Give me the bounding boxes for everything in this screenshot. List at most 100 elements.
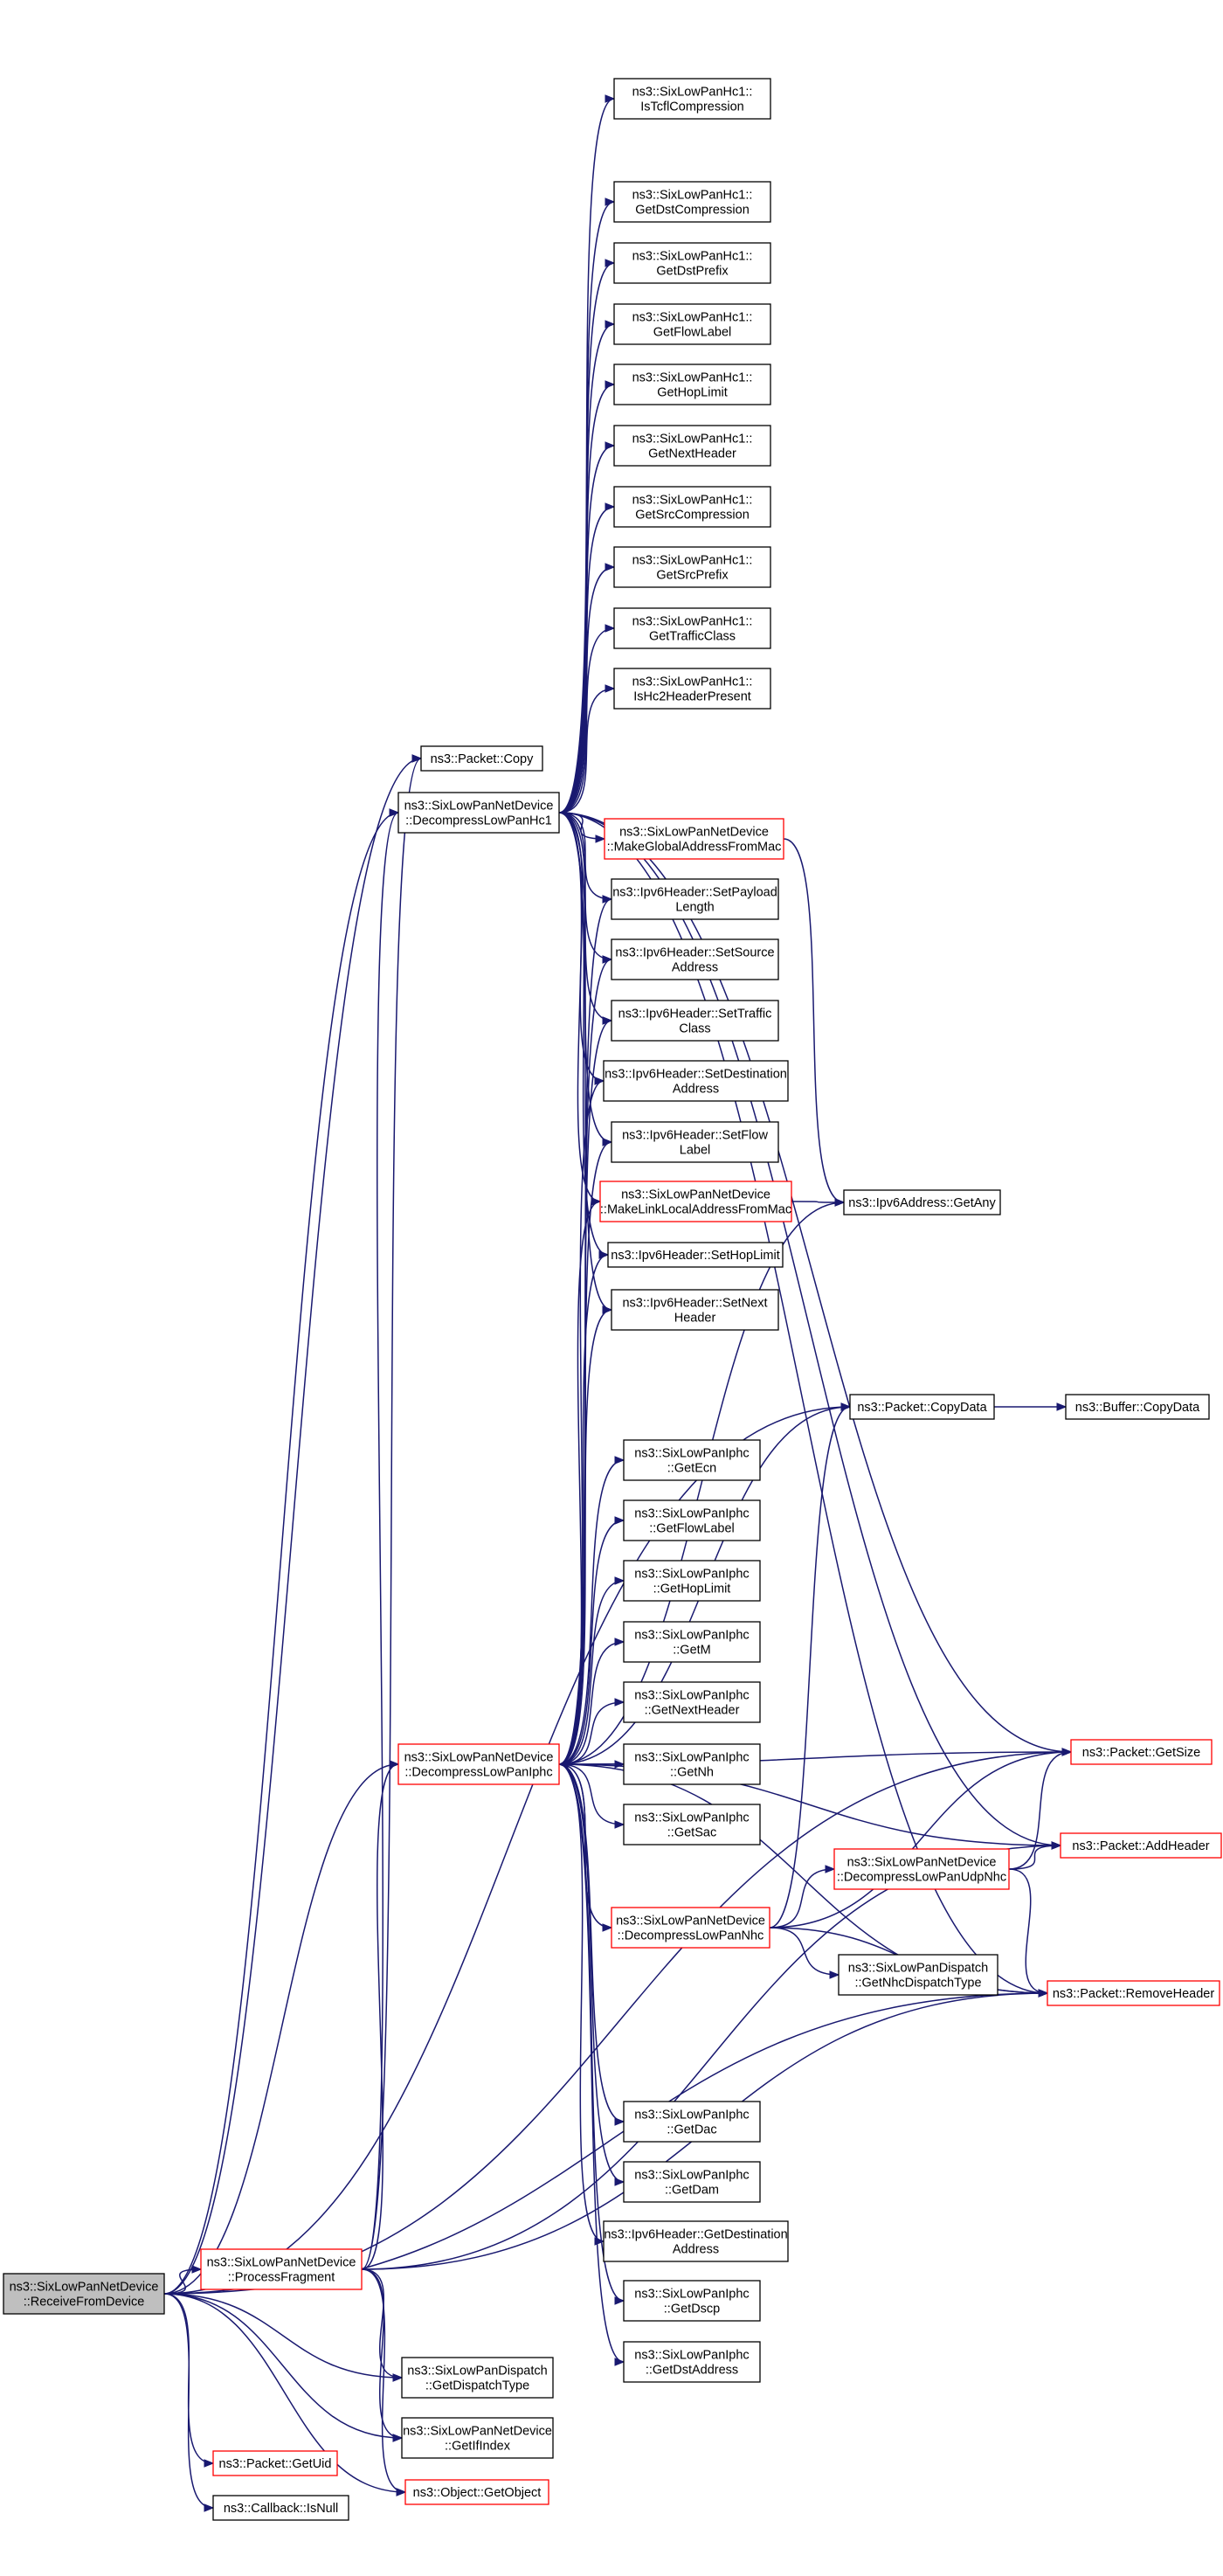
node-box-decompNhc[interactable] [611, 1907, 770, 1949]
node-root[interactable]: ns3::SixLowPanNetDevice::ReceiveFromDevi… [3, 2273, 165, 2315]
node-box-packetCopy[interactable] [420, 745, 543, 772]
node-copyData[interactable]: ns3::Packet::CopyData [849, 1394, 995, 1420]
node-box-setSource[interactable] [611, 938, 779, 980]
node-box-getHopLimitIphc[interactable] [623, 1560, 761, 1602]
node-getSrcPrefix[interactable]: ns3::SixLowPanHc1::GetSrcPrefix [613, 546, 771, 588]
node-box-removeHeader[interactable] [1047, 1980, 1220, 2006]
node-getDac[interactable]: ns3::SixLowPanIphc::GetDac [623, 2101, 761, 2143]
node-getSize[interactable]: ns3::Packet::GetSize [1070, 1739, 1213, 1765]
node-box-setFlow[interactable] [611, 1121, 779, 1163]
node-isTcflc[interactable]: ns3::SixLowPanHc1::IsTcflCompression [613, 78, 771, 120]
node-getNhcDispatch[interactable]: ns3::SixLowPanDispatch::GetNhcDispatchTy… [838, 1954, 998, 1996]
node-box-decompHc1[interactable] [397, 792, 560, 834]
node-box-getNhcDispatch[interactable] [838, 1954, 998, 1996]
node-box-getSrcComp[interactable] [613, 486, 771, 528]
node-box-getTrafficClass[interactable] [613, 607, 771, 649]
node-box-isNull[interactable] [212, 2495, 349, 2521]
node-box-processFragment[interactable] [200, 2248, 363, 2290]
node-getUid[interactable]: ns3::Packet::GetUid [212, 2450, 338, 2476]
node-box-getDestAddr[interactable] [603, 2220, 789, 2262]
node-box-getM[interactable] [623, 1621, 761, 1663]
node-getDispatch[interactable]: ns3::SixLowPanDispatch::GetDispatchType [401, 2357, 554, 2399]
node-makeLinkLocal[interactable]: ns3::SixLowPanNetDevice::MakeLinkLocalAd… [599, 1181, 792, 1222]
node-getSac[interactable]: ns3::SixLowPanIphc::GetSac [623, 1804, 761, 1845]
node-box-getFlowLabelHc1[interactable] [613, 303, 771, 345]
node-setHopLimit[interactable]: ns3::Ipv6Header::SetHopLimit [607, 1242, 784, 1268]
node-getHopLimitIphc[interactable]: ns3::SixLowPanIphc::GetHopLimit [623, 1560, 761, 1602]
node-box-copyData[interactable] [849, 1394, 995, 1420]
node-box-makeGlobal[interactable] [604, 818, 784, 860]
node-box-getNh[interactable] [623, 1743, 761, 1785]
node-box-getDstAddress[interactable] [623, 2341, 761, 2383]
node-getDstAddress[interactable]: ns3::SixLowPanIphc::GetDstAddress [623, 2341, 761, 2383]
node-getObject[interactable]: ns3::Object::GetObject [404, 2479, 549, 2505]
node-box-getDscp[interactable] [623, 2280, 761, 2322]
node-addHeader[interactable]: ns3::Packet::AddHeader [1060, 1832, 1222, 1859]
node-decompIphc[interactable]: ns3::SixLowPanNetDevice::DecompressLowPa… [397, 1743, 560, 1785]
node-getFlowLabelIphc[interactable]: ns3::SixLowPanIphc::GetFlowLabel [623, 1499, 761, 1541]
node-getIfIndex[interactable]: ns3::SixLowPanNetDevice::GetIfIndex [401, 2417, 554, 2459]
node-bufferCopy[interactable]: ns3::Buffer::CopyData [1065, 1394, 1210, 1420]
node-getAny[interactable]: ns3::Ipv6Address::GetAny [843, 1189, 1001, 1215]
node-getNextHeaderHc1[interactable]: ns3::SixLowPanHc1::GetNextHeader [613, 425, 771, 467]
node-getDstComp[interactable]: ns3::SixLowPanHc1::GetDstCompression [613, 181, 771, 223]
node-processFragment[interactable]: ns3::SixLowPanNetDevice::ProcessFragment [200, 2248, 363, 2290]
node-getFlowLabelHc1[interactable]: ns3::SixLowPanHc1::GetFlowLabel [613, 303, 771, 345]
node-box-getNextHeaderHc1[interactable] [613, 425, 771, 467]
node-getNextHeaderIphc[interactable]: ns3::SixLowPanIphc::GetNextHeader [623, 1681, 761, 1723]
node-box-getNextHeaderIphc[interactable] [623, 1681, 761, 1723]
node-box-decompIphc[interactable] [397, 1743, 560, 1785]
node-box-getDstPrefix[interactable] [613, 242, 771, 284]
node-box-getDispatch[interactable] [401, 2357, 554, 2399]
node-isHc2[interactable]: ns3::SixLowPanHc1::IsHc2HeaderPresent [613, 668, 771, 710]
node-box-getDstComp[interactable] [613, 181, 771, 223]
node-getHopLimitHc1[interactable]: ns3::SixLowPanHc1::GetHopLimit [613, 364, 771, 405]
node-box-bufferCopy[interactable] [1065, 1394, 1210, 1420]
node-isNull[interactable]: ns3::Callback::IsNull [212, 2495, 349, 2521]
node-box-setPayload[interactable] [611, 878, 779, 920]
node-box-getIfIndex[interactable] [401, 2417, 554, 2459]
node-box-getSize[interactable] [1070, 1739, 1213, 1765]
node-box-setDest[interactable] [603, 1060, 789, 1102]
node-getSrcComp[interactable]: ns3::SixLowPanHc1::GetSrcCompression [613, 486, 771, 528]
node-makeGlobal[interactable]: ns3::SixLowPanNetDevice::MakeGlobalAddre… [604, 818, 784, 860]
node-getDam[interactable]: ns3::SixLowPanIphc::GetDam [623, 2161, 761, 2203]
node-box-getDac[interactable] [623, 2101, 761, 2143]
node-getM[interactable]: ns3::SixLowPanIphc::GetM [623, 1621, 761, 1663]
node-getTrafficClass[interactable]: ns3::SixLowPanHc1::GetTrafficClass [613, 607, 771, 649]
node-decompUdp[interactable]: ns3::SixLowPanNetDevice::DecompressLowPa… [833, 1848, 1010, 1890]
node-box-setTraffic[interactable] [611, 1000, 779, 1042]
node-getDscp[interactable]: ns3::SixLowPanIphc::GetDscp [623, 2280, 761, 2322]
node-box-makeLinkLocal[interactable] [599, 1181, 792, 1222]
node-box-setNext[interactable] [611, 1289, 779, 1331]
node-decompNhc[interactable]: ns3::SixLowPanNetDevice::DecompressLowPa… [611, 1907, 770, 1949]
node-box-getAny[interactable] [843, 1189, 1001, 1215]
node-box-getFlowLabelIphc[interactable] [623, 1499, 761, 1541]
node-box-getHopLimitHc1[interactable] [613, 364, 771, 405]
node-box-decompUdp[interactable] [833, 1848, 1010, 1890]
node-box-getObject[interactable] [404, 2479, 549, 2505]
node-box-getUid[interactable] [212, 2450, 338, 2476]
node-getEcn[interactable]: ns3::SixLowPanIphc::GetEcn [623, 1439, 761, 1481]
node-box-getEcn[interactable] [623, 1439, 761, 1481]
node-box-addHeader[interactable] [1060, 1832, 1222, 1859]
node-packetCopy[interactable]: ns3::Packet::Copy [420, 745, 543, 772]
node-getNh[interactable]: ns3::SixLowPanIphc::GetNh [623, 1743, 761, 1785]
node-box-root[interactable] [3, 2273, 165, 2315]
node-getDstPrefix[interactable]: ns3::SixLowPanHc1::GetDstPrefix [613, 242, 771, 284]
node-removeHeader[interactable]: ns3::Packet::RemoveHeader [1047, 1980, 1220, 2006]
node-box-isTcflc[interactable] [613, 78, 771, 120]
node-box-getSac[interactable] [623, 1804, 761, 1845]
node-box-getDam[interactable] [623, 2161, 761, 2203]
node-box-isHc2[interactable] [613, 668, 771, 710]
node-box-getSrcPrefix[interactable] [613, 546, 771, 588]
node-box-setHopLimit[interactable] [607, 1242, 784, 1268]
node-decompHc1[interactable]: ns3::SixLowPanNetDevice::DecompressLowPa… [397, 792, 560, 834]
